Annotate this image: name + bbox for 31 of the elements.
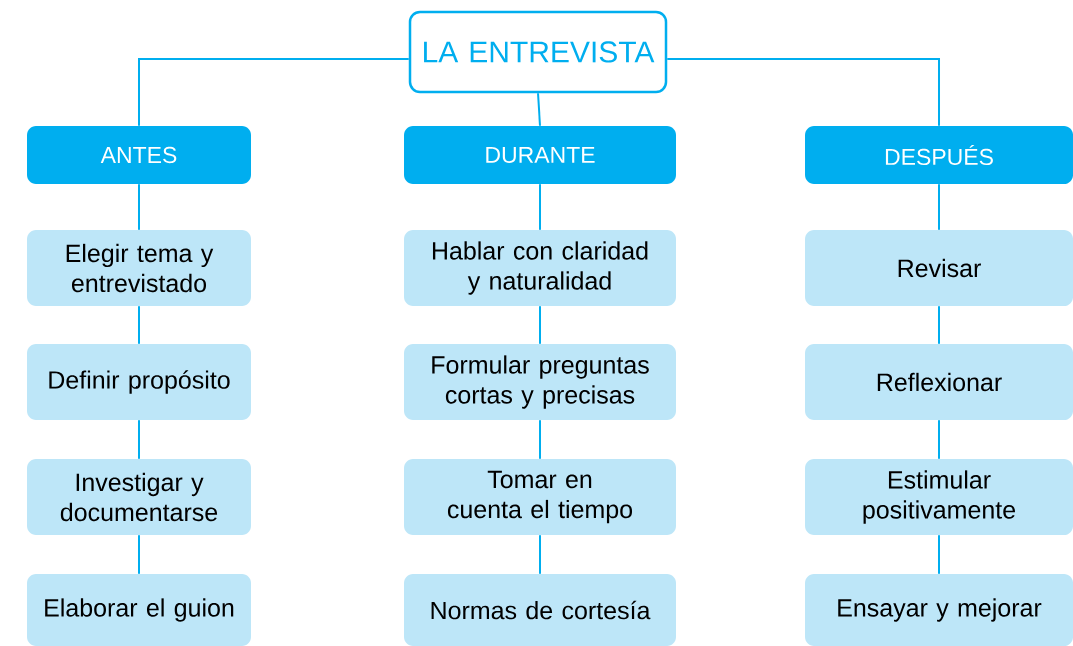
step-box: Normas de cortesía — [404, 574, 676, 646]
step-box: Definir propósito — [27, 344, 251, 420]
step-box: Tomar en cuenta el tiempo — [404, 459, 676, 535]
step-box: Estimular positivamente — [805, 459, 1073, 535]
step-box: Hablar con claridad y naturalidad — [404, 230, 676, 306]
connector-line — [539, 534, 541, 575]
step-box: Reflexionar — [805, 344, 1073, 420]
connector-line — [938, 183, 940, 231]
connector-line — [938, 534, 940, 575]
connector-line — [138, 58, 410, 127]
connector-line — [138, 419, 140, 460]
step-box: Investigar y documentarse — [27, 459, 251, 535]
connector-line — [138, 534, 140, 575]
connector-line — [666, 58, 940, 127]
connector-line — [539, 305, 541, 345]
step-box: Elaborar el guion — [27, 574, 251, 646]
connector-line — [539, 419, 541, 460]
title-box: LA ENTREVISTA — [408, 10, 668, 94]
phase-box: DESPUÉS — [805, 126, 1073, 184]
step-box: Ensayar y mejorar — [805, 574, 1073, 646]
connector-line — [537, 92, 541, 127]
connector-line — [938, 305, 940, 345]
connector-line — [138, 183, 140, 231]
connector-line — [938, 419, 940, 460]
step-box: Elegir tema y entrevistado — [27, 230, 251, 306]
phase-box: DURANTE — [404, 126, 676, 184]
connector-line — [138, 305, 140, 345]
phase-box: ANTES — [27, 126, 251, 184]
connector-line — [539, 183, 541, 231]
step-box: Revisar — [805, 230, 1073, 306]
step-box: Formular preguntas cortas y precisas — [404, 344, 676, 420]
